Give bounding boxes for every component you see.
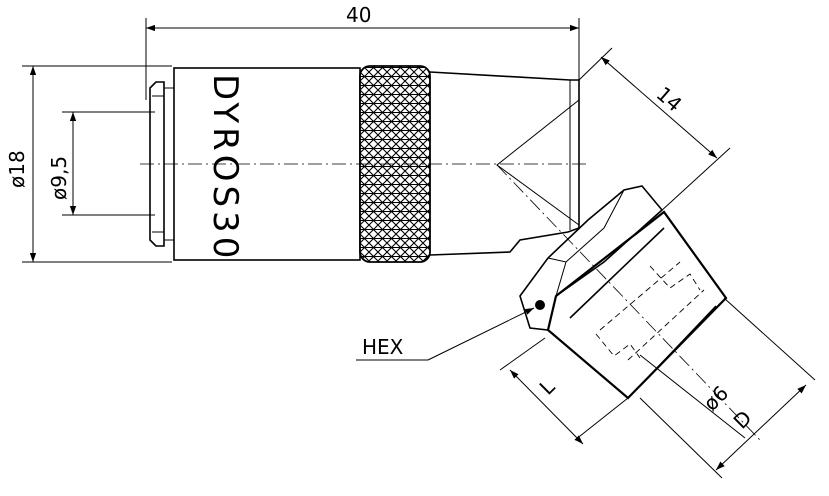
outlet-sleeve <box>546 210 728 400</box>
swivel-housing <box>429 71 580 256</box>
center-lines <box>140 163 761 441</box>
thread-diameter-label: ø9,5 <box>47 156 71 200</box>
hex-nut <box>519 185 664 331</box>
extension-lines <box>22 18 816 479</box>
dimension-line-thread-length <box>509 369 584 445</box>
angled-length-label: 14 <box>652 82 687 117</box>
port-marker <box>535 300 545 310</box>
thread-length-label: L <box>535 374 560 399</box>
knurled-ring <box>359 65 431 263</box>
bore-diameter-label: ø6 <box>699 381 734 416</box>
outlet-diameter-label: D <box>729 406 757 434</box>
outer-diameter-label: ø18 <box>5 150 29 188</box>
product-label: DYROS30 <box>205 74 245 262</box>
thread-end <box>149 81 165 247</box>
hex-callout: HEX <box>356 307 535 361</box>
angled-outlet <box>519 185 728 400</box>
dimension-line-angled-length <box>600 56 718 159</box>
overall-length-label: 40 <box>346 3 371 27</box>
dimension-line-outlet-diameter <box>715 384 807 471</box>
hex-callout-label: HEX <box>362 335 404 359</box>
dimension-lines <box>29 24 807 471</box>
